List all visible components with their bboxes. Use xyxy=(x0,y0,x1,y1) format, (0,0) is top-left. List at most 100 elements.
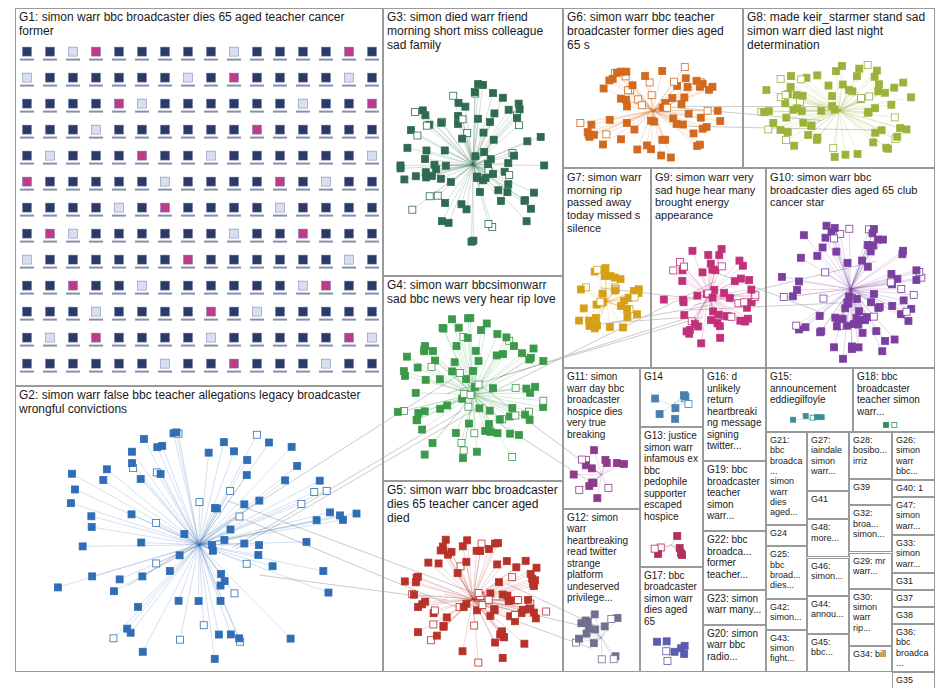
vertex-caption-mark xyxy=(319,319,333,321)
group-label: G16: d unlikely return heartbreaking mes… xyxy=(704,369,765,454)
vertex-icon xyxy=(69,151,78,160)
group-box: G12: simon warr heartbreaking read twitt… xyxy=(563,509,640,673)
vertex-caption-mark xyxy=(66,267,80,269)
vertex-icon xyxy=(494,430,501,437)
vertex-icon xyxy=(299,229,308,238)
vertex-icon xyxy=(462,103,469,110)
vertex-icon xyxy=(603,131,610,138)
vertex-icon xyxy=(606,116,613,123)
vertex-icon xyxy=(513,564,520,571)
network-edge xyxy=(473,394,477,451)
vertex-icon xyxy=(230,99,239,108)
vertex-icon xyxy=(299,47,308,56)
group-cluster xyxy=(572,611,621,663)
vertex-icon xyxy=(703,123,710,130)
vertex-icon xyxy=(475,115,482,122)
network-edge xyxy=(851,278,922,289)
vertex-icon xyxy=(678,645,685,652)
network-edge xyxy=(851,282,891,289)
vertex-icon xyxy=(669,94,676,101)
vertex-icon xyxy=(820,295,827,302)
network-edge xyxy=(174,433,199,544)
vertex-icon xyxy=(46,47,55,56)
vertex-caption-mark xyxy=(250,267,264,269)
vertex-icon xyxy=(92,229,101,238)
vertex-icon xyxy=(857,94,864,101)
vertex-icon xyxy=(475,590,482,597)
vertex-icon xyxy=(717,334,724,341)
vertex-icon xyxy=(92,281,101,290)
network-edge xyxy=(851,240,883,289)
vertex-icon xyxy=(611,274,618,281)
vertex-icon xyxy=(825,82,832,89)
vertex-icon xyxy=(530,189,537,196)
vertex-icon xyxy=(527,205,534,212)
vertex-icon xyxy=(576,635,583,642)
vertex-icon xyxy=(276,47,285,56)
vertex-icon xyxy=(874,236,881,243)
vertex-icon xyxy=(822,234,829,241)
vertex-icon xyxy=(490,90,497,97)
vertex-caption-mark xyxy=(296,137,310,139)
network-edge xyxy=(428,563,473,600)
vertex-icon xyxy=(690,130,697,137)
vertex-caption-mark xyxy=(158,267,172,269)
vertex-icon xyxy=(322,359,331,368)
vertex-icon xyxy=(455,99,462,106)
vertex-icon xyxy=(491,606,498,613)
group-box: G17: bbc broadcaster simon warr dies age… xyxy=(640,567,703,672)
vertex-icon xyxy=(161,255,170,264)
vertex-caption-mark xyxy=(135,241,149,243)
vertex-icon xyxy=(798,76,805,83)
vertex-icon xyxy=(460,604,467,611)
vertex-icon xyxy=(336,512,343,519)
vertex-icon xyxy=(601,272,608,279)
vertex-icon xyxy=(659,136,666,143)
vertex-icon xyxy=(709,266,716,273)
vertex-caption-mark xyxy=(296,111,310,113)
vertex-icon xyxy=(161,229,170,238)
vertex-icon xyxy=(910,291,917,298)
vertex-icon xyxy=(586,483,593,490)
vertex-icon xyxy=(591,611,598,618)
vertex-icon xyxy=(322,229,331,238)
vertex-icon xyxy=(794,286,801,293)
vertex-caption-mark xyxy=(20,293,34,295)
vertex-icon xyxy=(472,153,479,160)
vertex-caption-mark xyxy=(204,371,218,373)
vertex-icon xyxy=(651,545,658,552)
vertex-caption-mark xyxy=(227,111,241,113)
network-edge xyxy=(425,346,473,394)
vertex-icon xyxy=(139,648,146,655)
vertex-icon xyxy=(891,84,898,91)
vertex-icon xyxy=(480,177,487,184)
network-edge xyxy=(851,229,874,289)
vertex-icon xyxy=(253,73,262,82)
vertex-icon xyxy=(471,622,478,629)
vertex-icon xyxy=(485,546,492,553)
network-edge xyxy=(199,435,257,545)
vertex-icon xyxy=(207,281,216,290)
vertex-icon xyxy=(23,359,32,368)
vertex-icon xyxy=(599,290,606,297)
network-edge xyxy=(780,111,839,130)
network-edge xyxy=(415,112,473,165)
network-edge xyxy=(199,492,314,545)
group-label: G13: justice simon warr infamous ex bbc … xyxy=(641,428,702,524)
vertex-icon xyxy=(322,333,331,342)
vertex-icon xyxy=(864,263,871,270)
vertex-icon xyxy=(780,294,787,301)
vertex-icon xyxy=(69,203,78,212)
vertex-icon xyxy=(138,539,145,546)
network-edge xyxy=(796,289,850,326)
vertex-caption-mark xyxy=(158,163,172,165)
vertex-caption-mark xyxy=(250,189,264,191)
vertex-icon xyxy=(464,537,471,544)
vertex-icon xyxy=(69,177,78,186)
network-edge xyxy=(781,79,839,111)
vertex-icon xyxy=(853,73,860,80)
vertex-caption-mark xyxy=(181,241,195,243)
vertex-icon xyxy=(686,327,693,334)
vertex-icon xyxy=(506,172,513,179)
vertex-icon xyxy=(855,321,862,328)
